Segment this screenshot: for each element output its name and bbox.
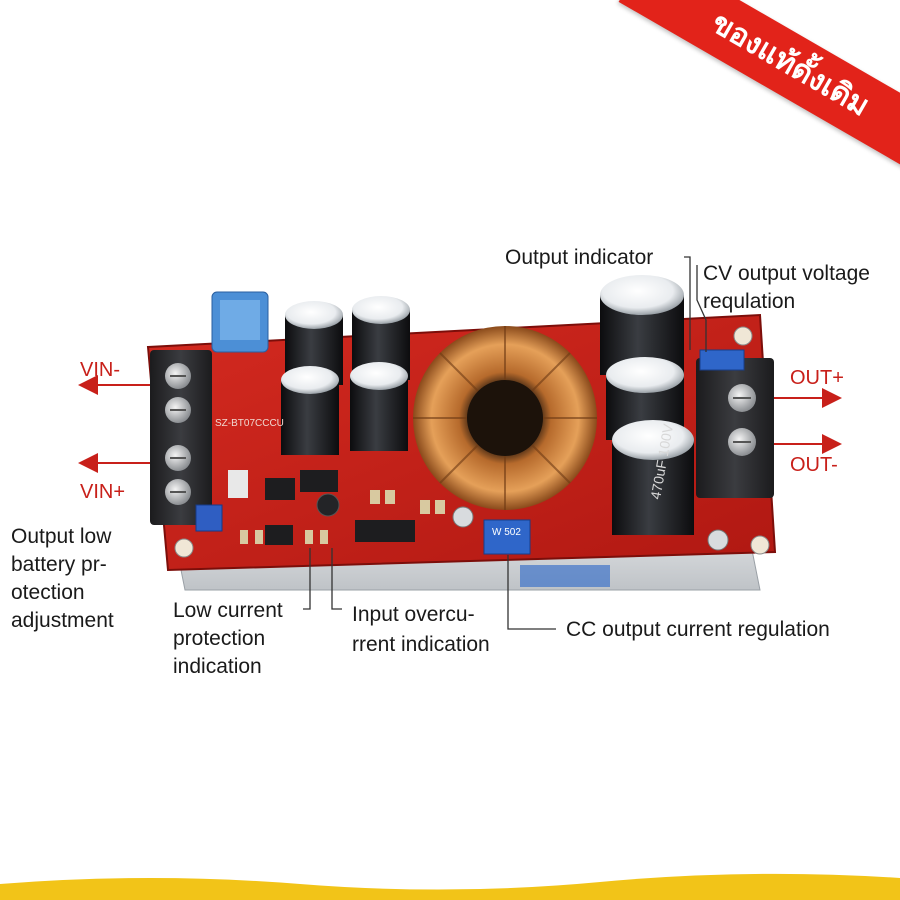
output-capacitors: 470uF 100V — [600, 275, 694, 535]
input-overcurrent-label-line2: rrent indication — [352, 633, 490, 656]
footer-bar — [0, 873, 900, 900]
toroid-inductor — [413, 326, 597, 510]
input-capacitors — [281, 296, 410, 455]
leader-input-oc — [331, 548, 342, 610]
low-battery-label-line1: Output low — [11, 525, 112, 548]
vin-minus-label: VIN- — [80, 359, 120, 381]
cc-regulation-label: CC output current regulation — [566, 618, 830, 641]
low-battery-label-line4: adjustment — [11, 609, 114, 632]
cv-label-line2: requlation — [703, 290, 796, 313]
input-terminal-block — [150, 350, 212, 525]
leader-cc — [507, 555, 556, 630]
vin-plus-label: VIN+ — [80, 481, 126, 503]
low-current-label-line1: Low current — [173, 599, 283, 622]
control-chips — [195, 470, 415, 545]
output-indicator-label: Output indicator — [505, 246, 654, 269]
cc-trim-pot — [483, 519, 531, 555]
low-current-label-line3: indication — [173, 655, 262, 678]
low-battery-label-line2: battery pr- — [11, 553, 107, 576]
cv-trim-pot — [699, 349, 745, 371]
leader-low-current — [303, 548, 311, 610]
leader-output-indicator — [684, 256, 691, 350]
input-overcurrent-label-line1: Input overcu- — [352, 603, 475, 626]
out-plus-label: OUT+ — [790, 367, 844, 389]
low-current-label-line2: protection — [173, 627, 266, 650]
leader-cv — [696, 265, 707, 352]
low-battery-label-line3: otection — [11, 581, 85, 604]
pot-marking: W 502 — [492, 527, 521, 538]
output-terminal-block — [696, 358, 774, 498]
out-minus-label: OUT- — [790, 454, 838, 476]
pcb-silkscreen: SZ-BT07CCCU — [215, 418, 284, 429]
cv-label-line1: CV output voltage — [703, 262, 870, 285]
